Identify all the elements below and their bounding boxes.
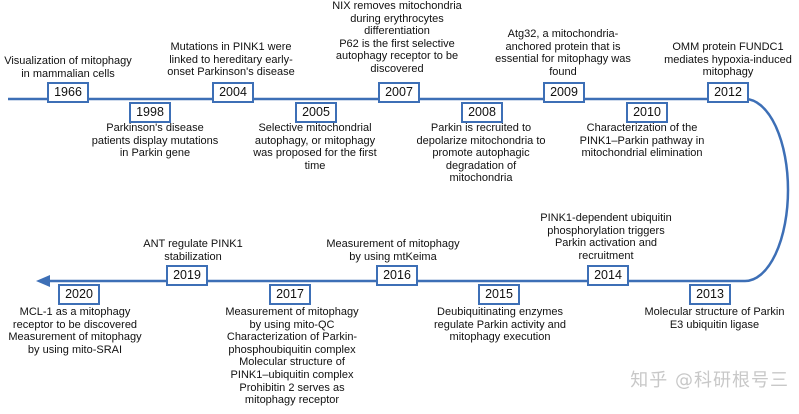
year-box: 2004 [212, 82, 254, 103]
year-box: 2014 [587, 265, 629, 286]
year-box: 2005 [295, 102, 337, 123]
event-note: Visualization of mitophagy in mammalian … [4, 55, 132, 80]
event-note: Measurement of mitophagy by using mtKeim… [326, 238, 460, 263]
event-note: Parkin is recruited to depolarize mitoch… [416, 122, 546, 185]
year-box: 2007 [378, 82, 420, 103]
year-box: 2008 [461, 102, 503, 123]
year-box: 2015 [478, 284, 520, 305]
event-note: MCL-1 as a mitophagy receptor to be disc… [8, 306, 142, 356]
event-note: Selective mitochondrial autophagy, or mi… [253, 122, 377, 172]
year-box: 2020 [58, 284, 100, 305]
year-box: 2019 [166, 265, 208, 286]
year-box: 2012 [707, 82, 749, 103]
year-box: 1998 [129, 102, 171, 123]
event-note: Molecular structure of Parkin E3 ubiquit… [644, 306, 785, 331]
event-note: Parkinson's disease patients display mut… [91, 122, 219, 160]
event-note: Mutations in PINK1 were linked to heredi… [167, 41, 295, 79]
year-box: 2009 [543, 82, 585, 103]
event-note: Atg32, a mitochondria- anchored protein … [495, 28, 631, 78]
event-note: ANT regulate PINK1 stabilization [143, 238, 243, 263]
year-box: 1966 [47, 82, 89, 103]
event-note: OMM protein FUNDC1 mediates hypoxia-indu… [664, 41, 792, 79]
timeline-arrowhead [36, 275, 50, 287]
year-box: 2013 [689, 284, 731, 305]
event-note: PINK1-dependent ubiquitin phosphorylatio… [540, 212, 672, 262]
event-note: Measurement of mitophagy by using mito-Q… [225, 306, 359, 407]
watermark: 知乎 @科研根号三 [630, 370, 789, 391]
year-box: 2010 [626, 102, 668, 123]
year-box: 2017 [269, 284, 311, 305]
event-note: Characterization of the PINK1–Parkin pat… [579, 122, 705, 160]
event-note: Deubiquitinating enzymes regulate Parkin… [433, 306, 567, 344]
event-note: NIX removes mitochondria during erythroc… [332, 0, 462, 75]
year-box: 2016 [376, 265, 418, 286]
